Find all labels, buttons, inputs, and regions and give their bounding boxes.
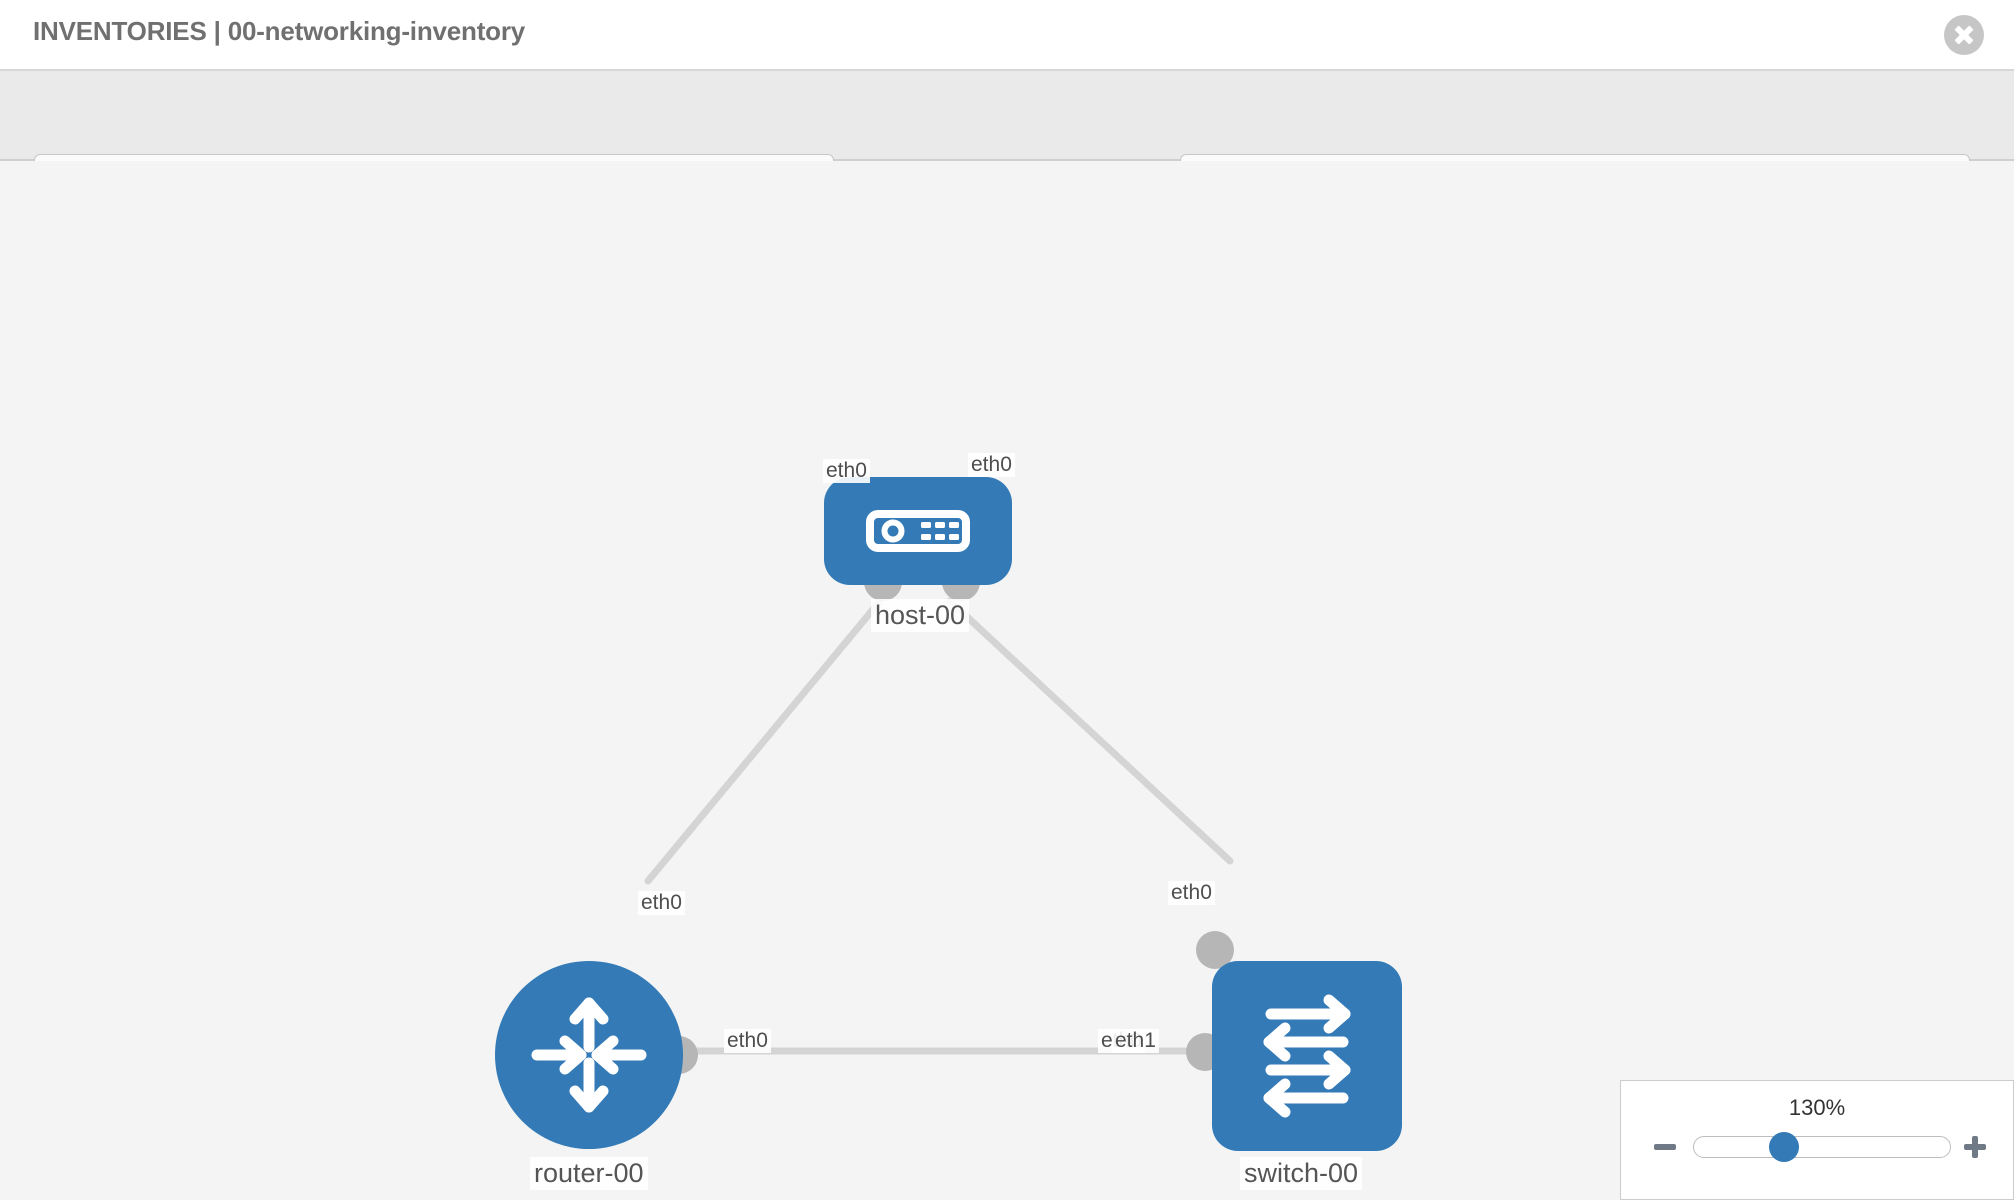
node-shape-switch[interactable] <box>1212 961 1402 1151</box>
router-arrows-icon <box>531 997 647 1113</box>
zoom-level-label: 130% <box>1788 1095 1846 1120</box>
minus-icon[interactable] <box>1651 1133 1679 1161</box>
link-host-switch <box>946 597 1234 865</box>
link-host-router <box>644 597 884 885</box>
toolbar: ACTIONS SEARCH <box>0 71 2014 204</box>
zoom-slider-thumb[interactable] <box>1769 1132 1799 1162</box>
port-label-switch-up: eth0 <box>1168 881 1215 905</box>
close-icon[interactable] <box>1944 15 1984 55</box>
node-label-host: host-00 <box>871 599 970 632</box>
zoom-slider[interactable] <box>1693 1136 1951 1158</box>
node-shape-router[interactable] <box>495 961 683 1149</box>
page-header: INVENTORIES | 00-networking-inventory <box>0 0 2014 71</box>
node-label-router: router-00 <box>530 1157 648 1190</box>
node-shape-host[interactable] <box>824 477 1012 585</box>
page-title: INVENTORIES | 00-networking-inventory <box>33 16 526 46</box>
port-label-router-up: eth0 <box>638 891 685 915</box>
topology-canvas[interactable]: host-00 eth0 eth0 <box>0 161 2014 1200</box>
plus-icon[interactable] <box>1961 1133 1989 1161</box>
topology-links <box>644 597 1234 1055</box>
zoom-control-panel: 130% <box>1620 1080 2014 1200</box>
node-label-switch: switch-00 <box>1240 1157 1363 1190</box>
port-label-router-right: eth0 <box>724 1029 771 1053</box>
port-label-host-right: eth0 <box>968 453 1015 477</box>
port-label-switch-left: eth1 <box>1112 1029 1159 1053</box>
port-label-host-left: eth0 <box>823 459 870 483</box>
switch-arrows-icon <box>1263 994 1351 1118</box>
server-icon <box>866 510 970 552</box>
